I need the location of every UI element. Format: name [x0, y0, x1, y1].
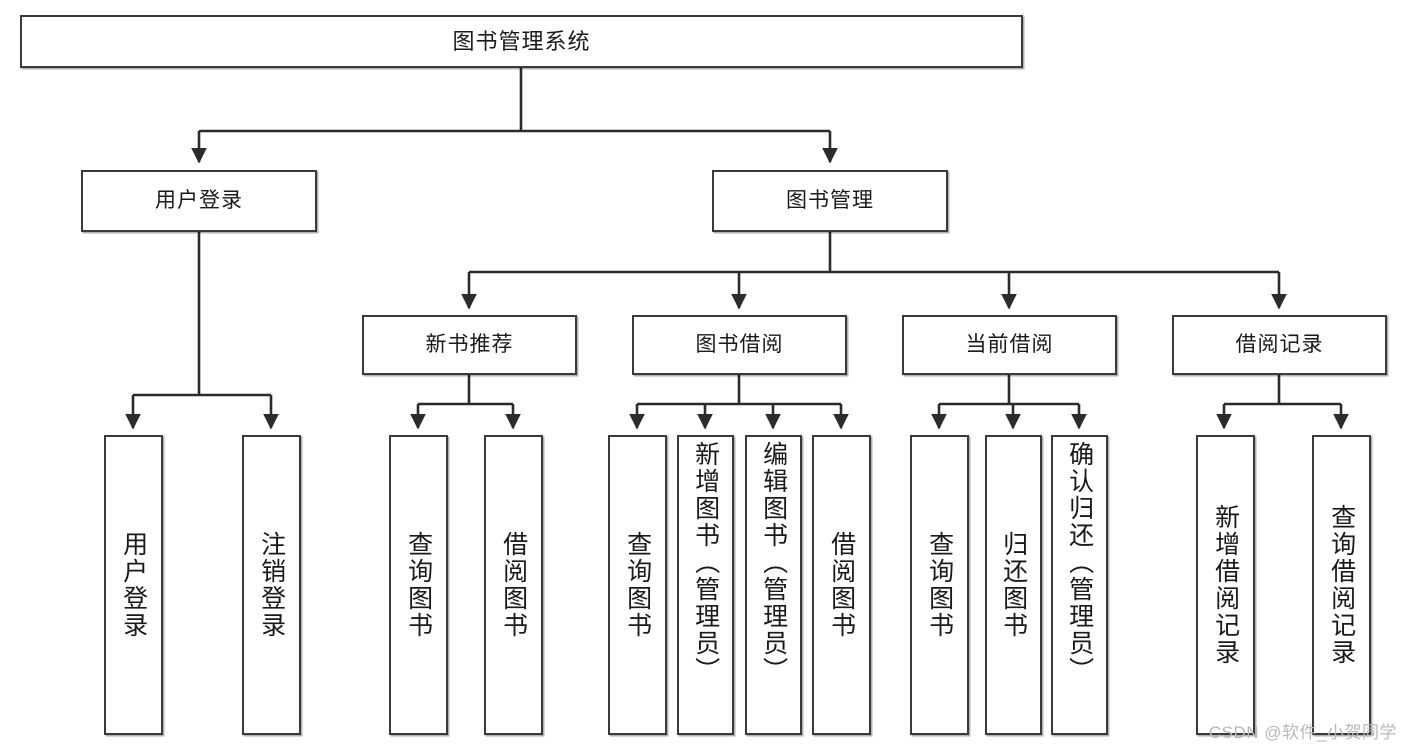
node-book-borrow[interactable]: 图书借阅	[632, 315, 847, 375]
node-label: 图书借阅	[695, 332, 784, 356]
node-current-borrow[interactable]: 当前借阅	[902, 315, 1117, 375]
leaf-current-borrow-query-book[interactable]: 查询图书	[910, 435, 969, 735]
node-user-login[interactable]: 用户登录	[81, 170, 317, 232]
leaf-book-borrow-add-book-admin[interactable]: 新增图书（管理员）	[677, 435, 734, 735]
node-label: 用户登录	[119, 531, 148, 639]
node-label: 当前借阅	[965, 332, 1054, 356]
node-label: 图书管理系统	[452, 28, 591, 54]
leaf-current-borrow-return-book[interactable]: 归还图书	[985, 435, 1042, 735]
node-label: 图书管理	[786, 188, 874, 212]
node-label: 新书推荐	[425, 332, 514, 356]
leaf-current-borrow-confirm-return-admin[interactable]: 确认归还（管理员）	[1051, 435, 1108, 735]
node-label: 新增图书（管理员）	[691, 441, 720, 684]
node-label: 借阅记录	[1235, 332, 1324, 356]
node-new-book-recommend[interactable]: 新书推荐	[362, 315, 577, 375]
leaf-new-book-query-book[interactable]: 查询图书	[389, 435, 448, 735]
node-borrow-record[interactable]: 借阅记录	[1172, 315, 1387, 375]
node-root-book-management-system[interactable]: 图书管理系统	[20, 15, 1023, 68]
watermark: CSDN @软件_小贺同学	[1208, 723, 1397, 742]
node-label: 新增借阅记录	[1211, 504, 1240, 666]
node-label: 确认归还（管理员）	[1065, 441, 1094, 684]
node-label: 查询图书	[925, 531, 954, 639]
node-label: 查询图书	[404, 531, 433, 639]
node-label: 归还图书	[999, 531, 1028, 639]
node-label: 查询借阅记录	[1327, 504, 1356, 666]
leaf-new-book-borrow-book[interactable]: 借阅图书	[484, 435, 543, 735]
node-label: 查询图书	[623, 531, 652, 639]
leaf-user-login-logout[interactable]: 注销登录	[242, 435, 301, 735]
node-label: 注销登录	[257, 531, 286, 639]
node-label: 编辑图书（管理员）	[759, 441, 788, 684]
node-label: 借阅图书	[827, 531, 856, 639]
leaf-borrow-record-add-record[interactable]: 新增借阅记录	[1196, 435, 1255, 735]
leaf-book-borrow-borrow-book[interactable]: 借阅图书	[812, 435, 871, 735]
node-book-management[interactable]: 图书管理	[712, 170, 948, 232]
leaf-book-borrow-query-book[interactable]: 查询图书	[608, 435, 667, 735]
leaf-book-borrow-edit-book-admin[interactable]: 编辑图书（管理员）	[745, 435, 802, 735]
leaf-borrow-record-query-record[interactable]: 查询借阅记录	[1312, 435, 1371, 735]
node-label: 用户登录	[155, 188, 243, 212]
node-label: 借阅图书	[499, 531, 528, 639]
leaf-user-login-login[interactable]: 用户登录	[104, 435, 163, 735]
